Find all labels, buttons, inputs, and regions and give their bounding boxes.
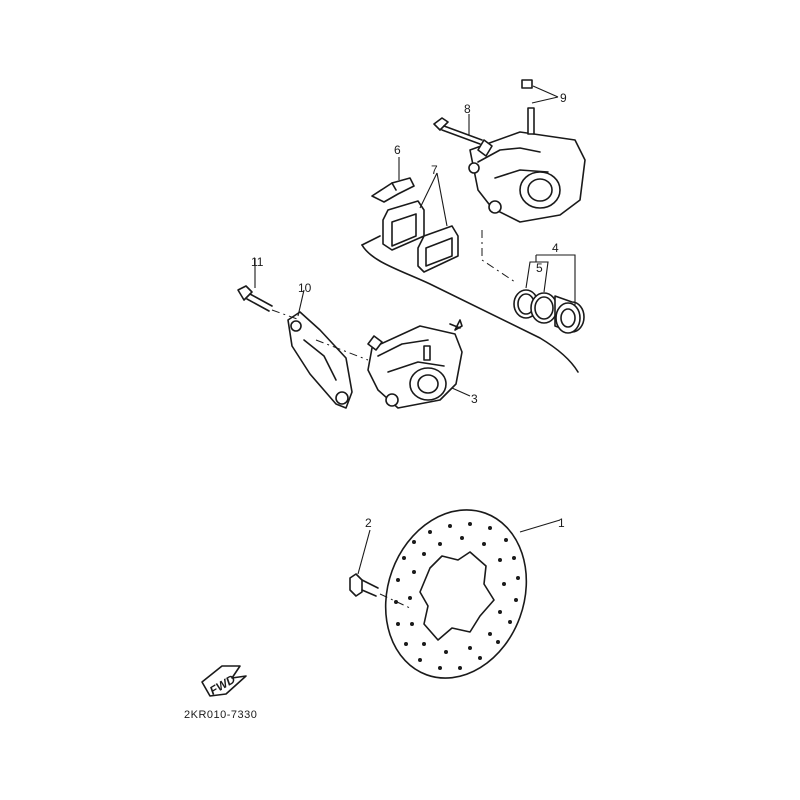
part-label-10: 10	[298, 281, 312, 295]
diagram-code: 2KR010-7330	[184, 709, 257, 721]
caliper-assembly-drawing	[367, 319, 471, 409]
part-label-11: 11	[251, 255, 264, 269]
part-label-8: 8	[464, 102, 471, 116]
bolt-8-drawing	[433, 114, 483, 145]
brake-pads-drawing	[382, 172, 459, 273]
disc-holes	[394, 522, 520, 670]
leader-9	[531, 85, 559, 104]
part-label-2: 2	[365, 516, 372, 530]
part-label-7: 7	[431, 163, 438, 177]
caliper-bracket-drawing	[287, 289, 369, 409]
seals-piston-drawing	[513, 254, 585, 334]
brake-disc-drawing	[384, 509, 561, 679]
disc-bolt-drawing	[349, 529, 411, 609]
bolt-11-drawing	[237, 258, 301, 321]
part-label-9: 9	[560, 91, 567, 105]
part-label-3: 3	[471, 392, 478, 406]
caliper-upper-drawing	[361, 79, 586, 373]
fwd-arrow-icon: FWD	[201, 665, 247, 698]
part-label-1: 1	[558, 516, 565, 530]
part-label-5: 5	[536, 261, 543, 275]
part-label-6: 6	[394, 143, 401, 157]
part-label-4: 4	[552, 241, 559, 255]
pad-spring-drawing	[371, 157, 415, 203]
